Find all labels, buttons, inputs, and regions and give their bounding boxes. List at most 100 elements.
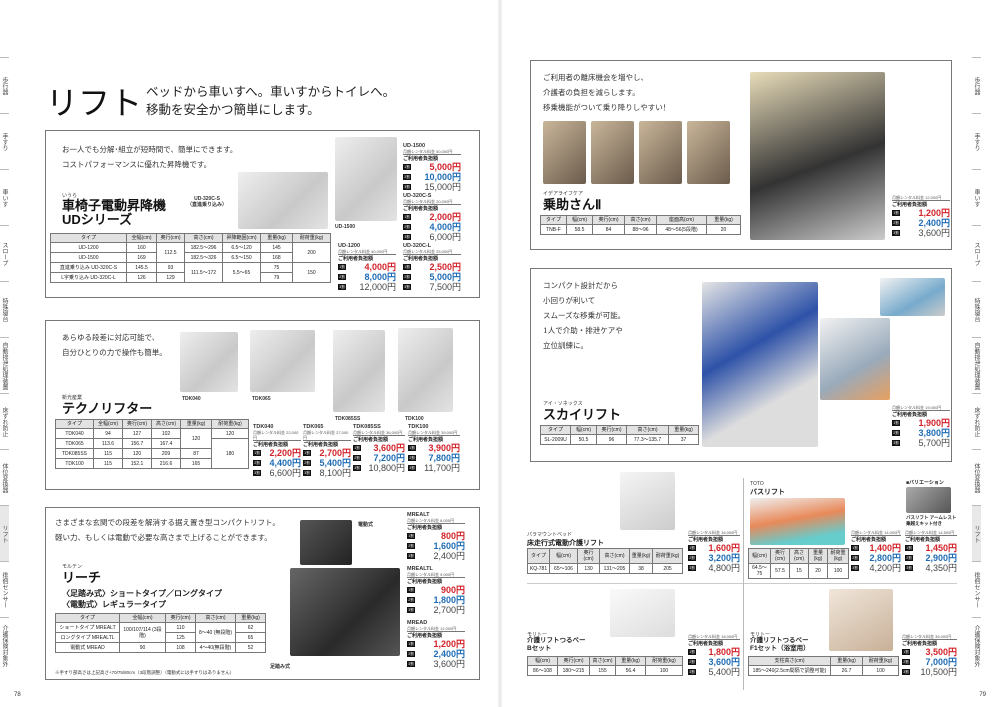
table-cell: 182.5〜296 bbox=[184, 242, 223, 253]
burden-rate-badge: 2割 bbox=[892, 220, 900, 226]
side-tabs-right: 歩行器手すり車いすスロープ特殊寝台自動排泄処理装置床ずれ防止体位変換器リフト徘徊… bbox=[972, 57, 1000, 673]
burden-rate-badge: 3割 bbox=[407, 661, 415, 667]
burden-label: ご利用者負担額 bbox=[403, 256, 439, 262]
price-value: 1,600円 bbox=[433, 541, 465, 551]
burden-rate-badge: 2割 bbox=[892, 430, 900, 436]
column-header: 幅(cm) bbox=[527, 656, 558, 666]
table-cell: 102 bbox=[151, 428, 181, 439]
price-value: 3,900円 bbox=[428, 443, 460, 453]
table-cell: TDK065 bbox=[55, 438, 94, 449]
price-value: 15,000円 bbox=[424, 182, 461, 192]
lead-line: 1人で介助・排泄ケアや bbox=[543, 326, 623, 335]
column-header: 高さ(cm) bbox=[195, 613, 236, 623]
price-model: UD-1500 bbox=[403, 143, 426, 149]
product-name: リーチ bbox=[62, 570, 102, 585]
side-tab[interactable]: リフト bbox=[972, 505, 981, 561]
price-value: 2,400円 bbox=[433, 649, 465, 659]
column-header: 高さ(cm) bbox=[789, 548, 809, 564]
table-cell: 100 bbox=[862, 665, 899, 676]
side-tab[interactable]: スロープ bbox=[0, 225, 9, 281]
product-image-bath-lift bbox=[750, 498, 845, 545]
side-tab[interactable]: 徘徊センサー bbox=[972, 561, 981, 617]
usage-photo-2 bbox=[591, 121, 634, 184]
table-cell: 94 bbox=[93, 428, 123, 439]
column-header: 幅(cm) bbox=[549, 548, 578, 564]
side-tab[interactable]: 歩行器 bbox=[972, 57, 981, 113]
lead-line: コンパクト設計だから bbox=[543, 281, 618, 290]
side-tab[interactable]: 手すり bbox=[0, 113, 9, 169]
product-name-line: 車椅子電動昇降機 bbox=[62, 198, 167, 213]
price-row: 2割 1,600円 bbox=[407, 541, 465, 551]
burden-label: ご利用者負担額 bbox=[851, 537, 887, 543]
side-tab[interactable]: 車いす bbox=[972, 169, 981, 225]
side-tab[interactable]: 歩行器 bbox=[0, 57, 9, 113]
side-tab[interactable]: 自動排泄処理装置 bbox=[0, 337, 9, 393]
image-caption: 足踏み式 bbox=[270, 664, 291, 670]
price-value: 5,700円 bbox=[918, 438, 950, 448]
burden-label: ご利用者負担額 bbox=[407, 579, 443, 585]
side-tab[interactable]: 体位変換器 bbox=[972, 449, 981, 505]
column-header: 全幅(cm) bbox=[126, 233, 157, 243]
side-tab[interactable]: 徘徊センサー bbox=[0, 561, 9, 617]
product-image-tsurube-f1 bbox=[829, 589, 893, 651]
burden-rate-badge: 2割 bbox=[407, 543, 415, 549]
table-cell: 15 bbox=[789, 563, 809, 579]
price-value: 6,600円 bbox=[269, 468, 301, 478]
price-value: 11,700円 bbox=[424, 463, 460, 473]
side-tab[interactable]: スロープ bbox=[972, 225, 981, 281]
burden-rate-badge: 1割 bbox=[253, 450, 261, 456]
table-cell: ショートタイプ MREALT bbox=[55, 622, 120, 633]
lead-line: あらゆる段差に対応可能で、 bbox=[62, 333, 160, 342]
burden-rate-badge: 3割 bbox=[403, 234, 411, 240]
burden-rate-badge: 1割 bbox=[408, 445, 416, 451]
column-header: 高さ(cm) bbox=[624, 215, 657, 225]
table-cell: 110 bbox=[165, 622, 196, 633]
burden-rate-badge: 2割 bbox=[403, 174, 411, 180]
column-header: 耐荷重(kg) bbox=[827, 548, 849, 564]
column-header: 奥行(cm) bbox=[557, 656, 590, 666]
side-tab[interactable]: 体位変換器 bbox=[0, 449, 9, 505]
table-cell: 113.6 bbox=[93, 438, 123, 449]
burden-label: ご利用者負担額 bbox=[688, 537, 724, 543]
burden-rate-badge: 1割 bbox=[407, 587, 415, 593]
lead-line: 小回りが利いて bbox=[543, 296, 596, 305]
burden-rate-badge: 3割 bbox=[338, 284, 346, 290]
side-tab[interactable]: 介護保険対象外 bbox=[972, 617, 981, 673]
table-cell: 180〜215 bbox=[557, 665, 590, 676]
side-tab[interactable]: 介護保険対象外 bbox=[0, 617, 9, 673]
price-value: 2,800円 bbox=[869, 553, 901, 563]
side-tab[interactable]: 自動排泄処理装置 bbox=[972, 337, 981, 393]
side-tab[interactable]: 床ずれ防止 bbox=[0, 393, 9, 449]
column-header: 幅(cm) bbox=[748, 548, 771, 564]
side-tab[interactable]: 車いす bbox=[0, 169, 9, 225]
side-tab[interactable]: 手すり bbox=[972, 113, 981, 169]
side-tab[interactable]: リフト bbox=[0, 505, 9, 561]
lead-line: 立位訓練に。 bbox=[543, 341, 588, 350]
table-cell: 65 bbox=[235, 632, 266, 643]
column-header: 幅(cm) bbox=[566, 215, 593, 225]
lead-line: お一人でも分解･組立が短時間で、簡単にできます。 bbox=[62, 145, 238, 154]
monthly-rental-fee: 月額レンタル料金 12,000円 bbox=[407, 626, 465, 632]
side-tab[interactable]: 床ずれ防止 bbox=[972, 393, 981, 449]
product-name-line: Bセット bbox=[527, 645, 552, 652]
column-header: タイプ bbox=[50, 233, 127, 243]
side-tab[interactable]: 特殊寝台 bbox=[0, 281, 9, 337]
burden-rate-badge: 1割 bbox=[407, 533, 415, 539]
table-header-row: 幅(cm)奥行(cm)高さ(cm)重量(kg)耐荷重(kg) bbox=[527, 656, 683, 666]
price-value: 4,800円 bbox=[708, 563, 740, 573]
side-tab[interactable]: 特殊寝台 bbox=[972, 281, 981, 337]
table-cell: 150 bbox=[292, 262, 331, 283]
price-value: 2,000円 bbox=[429, 212, 461, 222]
column-header: 幅(cm) bbox=[570, 425, 597, 435]
monthly-rental-fee: 月額レンタル料金 12,000円 bbox=[892, 195, 950, 201]
